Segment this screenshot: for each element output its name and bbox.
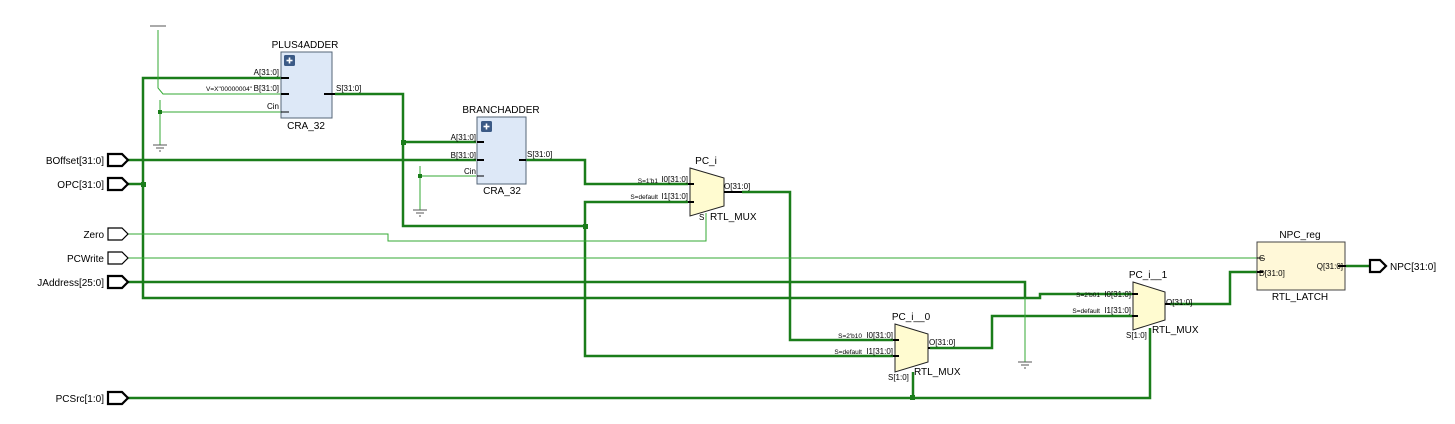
pin-i1: I1[31:0] (661, 192, 688, 201)
wire-pci-out[interactable] (742, 190, 893, 342)
junction-dot (158, 110, 162, 114)
adder-body (280, 51, 333, 119)
mux-sel-value: S=1'b1 (638, 178, 659, 185)
wires (128, 30, 1370, 400)
branchadder-block[interactable]: BRANCHADDER A[31:0] B[31:0] Cin S[31:0] … (451, 105, 553, 197)
pin-b: B[31:0] (451, 151, 476, 160)
ground-icon (1018, 361, 1032, 369)
wire-plus4-const[interactable] (157, 30, 289, 95)
bus-port-arrow-icon (1368, 258, 1388, 274)
pin-sel: S[1:0] (888, 373, 909, 382)
pin-a: A[31:0] (254, 68, 279, 77)
bus-port-arrow-icon (106, 176, 130, 192)
instance-name: PC_i__0 (892, 312, 931, 323)
ground-icon (413, 209, 427, 217)
port-label: OPC[31:0] (57, 180, 104, 191)
ground-icon (153, 144, 167, 152)
mux-sel-value: S=2'b01 (1076, 292, 1100, 299)
wire-pcsrc[interactable] (128, 328, 1152, 400)
pin-cin: Cin (464, 167, 476, 176)
pin-a: A[31:0] (451, 133, 476, 142)
instance-name: BRANCHADDER (462, 105, 539, 116)
junction-dot (401, 140, 406, 145)
instance-name: PLUS4ADDER (272, 40, 339, 51)
pin-i0: I0[31:0] (1104, 290, 1131, 299)
mux-pc-i[interactable]: PC_i S=1'b1 I0[31:0] S=default I1[31:0] … (630, 156, 756, 223)
wire-opc[interactable] (128, 76, 1132, 300)
mux-sel-value: S=2'b10 (838, 333, 862, 340)
npc-reg-latch[interactable]: NPC_reg G D[31:0] Q[31:0] RTL_LATCH (1256, 230, 1346, 303)
wire-zero[interactable] (128, 213, 707, 242)
pin-o: O[31:0] (929, 338, 955, 347)
pin-i0: I0[31:0] (661, 175, 688, 184)
pin-i0: I0[31:0] (866, 331, 893, 340)
cell-type: RTL_MUX (914, 367, 961, 378)
port-arrow-icon (107, 251, 129, 265)
port-label: NPC[31:0] (1390, 262, 1436, 273)
pin-o: O[31:0] (1166, 298, 1192, 307)
mux-body (689, 167, 725, 217)
pin-cin: Cin (267, 102, 279, 111)
wire-jaddress[interactable] (128, 280, 1027, 298)
cell-type: RTL_MUX (710, 212, 757, 223)
bus-port-arrow-icon (106, 152, 130, 168)
pin-sel: S (699, 213, 704, 222)
pin-s: S[31:0] (336, 84, 361, 93)
junctions (141, 110, 915, 400)
plus-icon (284, 55, 295, 66)
junction-dot (418, 174, 422, 178)
pin-d: D[31:0] (1259, 269, 1285, 278)
pin-o: O[31:0] (724, 182, 750, 191)
mux-body (894, 323, 929, 373)
input-port-jaddress[interactable]: JAddress[25:0] (37, 274, 130, 290)
const-value: V=X"00000004" (206, 86, 253, 93)
plus-icon (481, 121, 492, 132)
mux-sel-value: S=default (834, 349, 862, 356)
port-arrow-icon (107, 227, 129, 241)
input-port-pcwrite[interactable]: PCWrite (67, 251, 129, 265)
wire-pci0-in1[interactable] (583, 226, 893, 358)
pin-i1: I1[31:0] (866, 347, 893, 356)
port-label: Zero (83, 230, 104, 241)
mux-pc-i-0[interactable]: PC_i__0 S=2'b10 I0[31:0] S=default I1[31… (834, 312, 960, 382)
cell-type: CRA_32 (483, 186, 521, 197)
port-label: BOffset[31:0] (46, 156, 104, 167)
cell-type: CRA_32 (287, 121, 325, 132)
bus-port-arrow-icon (106, 390, 130, 406)
cell-type: RTL_MUX (1152, 325, 1199, 336)
junction-dot (141, 182, 146, 187)
input-port-boffset[interactable]: BOffset[31:0] (46, 152, 130, 168)
junction-dot (583, 224, 588, 229)
wire-pci1-out[interactable] (1170, 270, 1257, 306)
pin-s: S[31:0] (527, 150, 552, 159)
input-port-zero[interactable]: Zero (83, 227, 129, 241)
bus-port-arrow-icon (106, 274, 130, 290)
pin-i1: I1[31:0] (1104, 306, 1131, 315)
output-port-npc[interactable]: NPC[31:0] (1368, 258, 1436, 274)
junction-dot (910, 395, 915, 400)
port-label: JAddress[25:0] (37, 278, 104, 289)
pin-g: G (1259, 254, 1265, 263)
pin-sel: S[1:0] (1126, 331, 1147, 340)
port-label: PCSrc[1:0] (56, 394, 105, 405)
wire-branch-sum[interactable] (526, 158, 688, 186)
mux-pc-i-1[interactable]: PC_i__1 S=2'b01 I0[31:0] S=default I1[31… (1072, 270, 1198, 340)
input-port-opc[interactable]: OPC[31:0] (57, 176, 130, 192)
mux-sel-value: S=default (1072, 308, 1100, 315)
mux-sel-value: S=default (630, 194, 658, 201)
instance-name: PC_i (695, 156, 717, 167)
instance-name: PC_i__1 (1129, 270, 1168, 281)
plus4adder-block[interactable]: PLUS4ADDER A[31:0] B[31:0] V=X"00000004"… (206, 40, 361, 132)
pin-q: Q[31:0] (1317, 262, 1343, 271)
cell-type: RTL_LATCH (1272, 292, 1328, 303)
port-label: PCWrite (67, 254, 104, 265)
input-port-pcsrc[interactable]: PCSrc[1:0] (56, 390, 130, 406)
wire-pci0-out[interactable] (930, 314, 1132, 350)
pin-b: B[31:0] (254, 84, 279, 93)
mux-body (1132, 281, 1166, 331)
instance-name: NPC_reg (1279, 230, 1320, 241)
